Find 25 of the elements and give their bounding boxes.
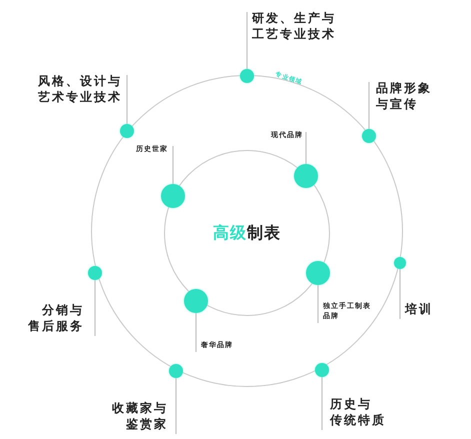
leader-line [368, 82, 370, 130]
highlighted-word: 高级 [213, 222, 247, 244]
node-label: 分销与售后服务 [28, 302, 84, 334]
dot [394, 257, 406, 269]
dot [362, 129, 376, 143]
dot [240, 69, 254, 83]
dot [306, 261, 330, 285]
node-label: 风格、设计与艺术专业技术 [38, 73, 122, 105]
dot [184, 289, 208, 313]
dot [294, 164, 318, 188]
dot [161, 184, 185, 208]
node-label: 培训 [405, 301, 433, 317]
title-word: 制表 [247, 222, 281, 244]
leader-line [126, 74, 128, 124]
node-label: 历史与传统特质 [330, 396, 386, 428]
dot [120, 124, 134, 138]
leader-line [94, 280, 96, 336]
node-label: 品牌形象与宣传 [376, 80, 432, 112]
dot [169, 364, 183, 378]
dot [88, 266, 102, 280]
dot [315, 363, 329, 377]
leader-line [172, 146, 174, 184]
node-label: 收藏家与鉴赏家 [112, 400, 168, 432]
node-label: 研发、生产与工艺专业技术 [252, 10, 336, 42]
leader-line [246, 12, 248, 70]
